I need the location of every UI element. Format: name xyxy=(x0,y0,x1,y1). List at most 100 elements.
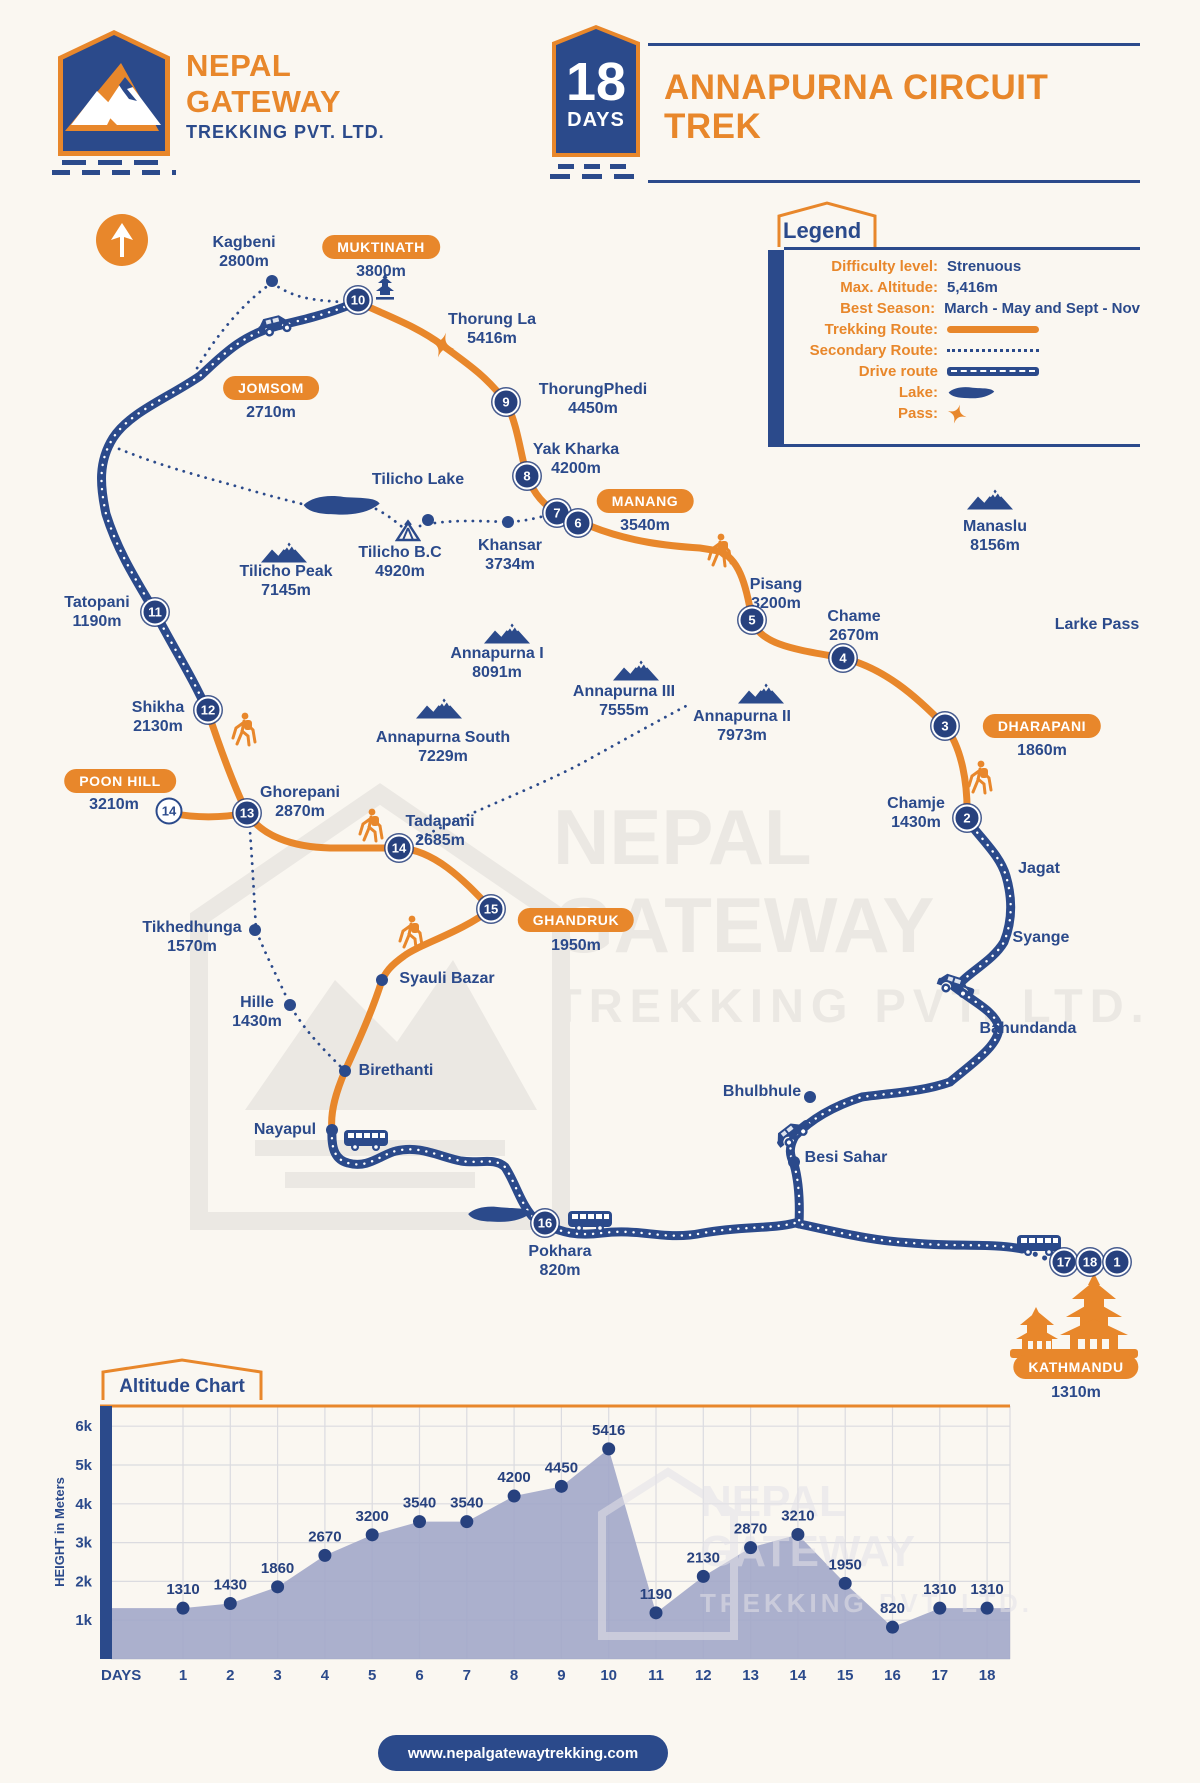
place-altitude: 4450m xyxy=(568,400,618,417)
map-marker-day-13: 13 xyxy=(233,799,261,827)
jeep-icon xyxy=(933,967,979,1004)
map-marker-day-10: 10 xyxy=(344,286,372,314)
north-arrow-icon xyxy=(96,214,148,266)
place-altitude: 7973m xyxy=(717,727,767,744)
map-place-jagat: Jagat xyxy=(1018,859,1060,878)
mountain-peak-icon xyxy=(484,623,530,644)
route-dot xyxy=(788,1156,800,1168)
place-name: Jagat xyxy=(1018,860,1060,877)
mountain-peak-icon xyxy=(967,489,1013,510)
place-name: Pisang xyxy=(749,576,803,593)
place-altitude: 2800m xyxy=(219,253,269,270)
days-badge: 18 DAYS xyxy=(552,25,640,157)
map-pill-alt-jomsom: 2710m xyxy=(246,404,296,421)
route-dot xyxy=(376,974,388,986)
lake-icon xyxy=(301,493,381,517)
map-place-birethanti: Birethanti xyxy=(359,1061,434,1080)
map-marker-day-15: 15 xyxy=(477,895,505,923)
place-altitude: 7555m xyxy=(599,702,649,719)
days-badge-label: DAYS xyxy=(567,109,625,131)
place-name: Pokhara xyxy=(528,1243,592,1260)
mountain-peak-icon xyxy=(613,660,659,681)
header-rule-bottom xyxy=(648,180,1140,183)
map-marker-day-18: 18 xyxy=(1076,1248,1104,1276)
legend-border-top xyxy=(784,247,1140,250)
place-name: Annapurna III xyxy=(572,683,676,700)
altitude-chart-title: Altitude Chart xyxy=(101,1358,263,1400)
legend-drive-swatch xyxy=(947,367,1039,376)
legend-value: 5,416m xyxy=(947,279,998,296)
place-altitude: 8156m xyxy=(970,537,1020,554)
route-dot xyxy=(266,275,278,287)
map-pill-ghandruk: GHANDRUK xyxy=(517,908,635,932)
logo-name-line2: GATEWAY xyxy=(186,84,342,119)
legend-value: Strenuous xyxy=(947,258,1022,275)
lake-icon xyxy=(466,1204,532,1224)
place-name: Tilicho Peak xyxy=(239,563,333,580)
place-name: Bahundanda xyxy=(979,1020,1077,1037)
route-dot xyxy=(502,516,514,528)
place-altitude: 8091m xyxy=(472,664,522,681)
jeep-icon xyxy=(254,308,299,343)
place-altitude: 5416m xyxy=(467,330,517,347)
route-dot xyxy=(249,924,261,936)
mountain-peak-icon xyxy=(261,542,307,563)
legend-row-max-altitude: Max. Altitude: 5,416m xyxy=(796,277,1140,298)
place-altitude: 4920m xyxy=(375,563,425,580)
legend-trek-swatch xyxy=(947,326,1039,333)
temple-icon xyxy=(374,273,396,301)
place-name: Manaslu xyxy=(962,518,1028,535)
hiker-icon xyxy=(355,807,385,845)
map-pill-alt-dharapani: 1860m xyxy=(1017,742,1067,759)
place-altitude: 2685m xyxy=(415,832,465,849)
place-altitude: 820m xyxy=(539,1262,581,1279)
place-name: Yak Kharka xyxy=(532,441,620,458)
place-name: Tilicho B.C xyxy=(358,544,442,561)
kathmandu-temple-icon xyxy=(1010,1273,1138,1359)
place-name: Chame xyxy=(827,608,881,625)
map-pill-jomsom: JOMSOM xyxy=(223,376,319,400)
map-marker-day-3: 3 xyxy=(931,712,959,740)
place-name: Khansar xyxy=(477,537,543,554)
website-link[interactable]: www.nepalgatewaytrekking.com xyxy=(378,1735,668,1771)
place-name: Ghorepani xyxy=(259,784,341,801)
map-pill-kathmandu: KATHMANDU xyxy=(1013,1355,1139,1379)
mountain-peak-icon xyxy=(738,683,784,704)
place-name: Annapurna South xyxy=(375,729,511,746)
badge-water-dashes xyxy=(550,174,642,179)
tent-icon xyxy=(395,519,421,543)
map-place-annapurna-iii: Annapurna III 7555m xyxy=(573,682,675,720)
place-name: Thorung La xyxy=(448,311,536,328)
legend-label: Difficulty level: xyxy=(831,258,938,275)
legend-label: Max. Altitude: xyxy=(840,279,938,296)
page-title-line2: TREK xyxy=(664,107,762,146)
header-rule-top xyxy=(648,43,1140,46)
map-pill-poon-hill: POON HILL xyxy=(64,769,176,793)
map-pill-alt-poon-hill: 3210m xyxy=(89,796,139,813)
bus-icon xyxy=(343,1127,389,1153)
map-place-besi-sahar: Besi Sahar xyxy=(805,1148,888,1167)
website-url-text: www.nepalgatewaytrekking.com xyxy=(407,1744,639,1762)
pass-icon xyxy=(429,332,455,358)
place-name: Tikhedhunga xyxy=(142,919,242,936)
place-altitude: 2870m xyxy=(275,803,325,820)
map-place-nayapul: Nayapul xyxy=(254,1120,316,1139)
legend-title-text: Legend xyxy=(783,218,862,243)
legend-title: Legend xyxy=(777,201,877,247)
map-place-ghorepani: Ghorepani 2870m xyxy=(260,783,340,821)
map-marker-day-16: 16 xyxy=(531,1209,559,1237)
place-name: Shikha xyxy=(131,699,185,716)
bus-icon xyxy=(567,1208,613,1234)
route-dot xyxy=(339,1065,351,1077)
mountain-peak-icon xyxy=(416,698,462,719)
map-pill-manang: MANANG xyxy=(596,489,694,513)
place-name: Tatopani xyxy=(64,594,130,611)
legend-row-difficulty-level: Difficulty level: Strenuous xyxy=(796,256,1140,277)
